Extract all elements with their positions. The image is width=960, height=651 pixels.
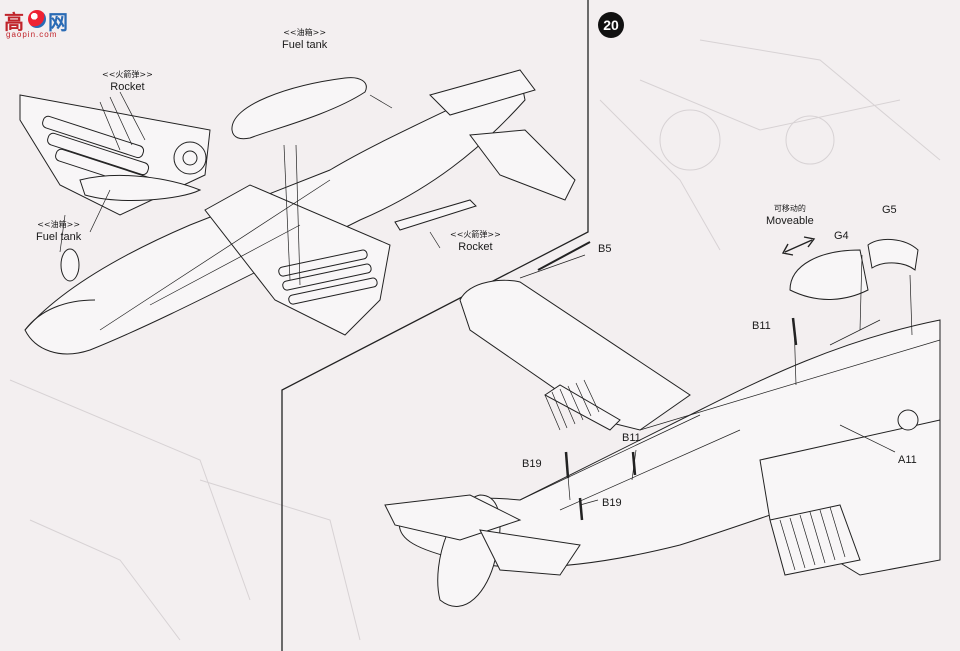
moveable-arrow-icon — [781, 236, 816, 256]
label-rocket-mid-en: Rocket — [458, 241, 493, 253]
label-fuel-tank-top-en: Fuel tank — [282, 39, 328, 51]
label-fuel-tank-left-cn: <<油箱>> — [37, 220, 81, 229]
part-label-g4: G4 — [834, 230, 849, 242]
part-label-a11: A11 — [898, 454, 917, 466]
logo-char-2: 网 — [48, 10, 68, 34]
logo-char-1: 高 — [4, 10, 24, 34]
logo-subtext: gaopin.com — [6, 30, 58, 39]
label-rocket-mid-cn: <<火箭弹>> — [450, 230, 501, 239]
panel-divider — [281, 0, 589, 651]
part-label-b11-mid: B11 — [622, 432, 641, 444]
label-rocket-top-cn: <<火箭弹>> — [102, 70, 153, 79]
label-moveable-en: Moveable — [766, 215, 814, 227]
step-number-badge: 20 — [598, 12, 624, 38]
label-fuel-tank-top-cn: <<油箱>> — [283, 28, 327, 37]
part-label-b5: B5 — [598, 243, 612, 255]
label-moveable: 可移动的 Moveable — [766, 202, 814, 228]
label-rocket-top-en: Rocket — [110, 81, 145, 93]
part-label-b19-left: B19 — [522, 458, 542, 470]
part-label-b11-top: B11 — [752, 320, 771, 332]
label-fuel-tank-left: <<油箱>> Fuel tank — [36, 218, 81, 244]
label-moveable-cn: 可移动的 — [773, 204, 806, 213]
label-rocket-top: <<火箭弹>> Rocket — [102, 68, 153, 94]
label-rocket-mid: <<火箭弹>> Rocket — [450, 228, 501, 254]
logo-ball-icon — [28, 10, 46, 28]
part-label-b19-right: B19 — [602, 497, 622, 509]
part-label-g5: G5 — [882, 204, 897, 216]
label-fuel-tank-left-en: Fuel tank — [36, 231, 82, 243]
site-logo: 高 网 gaopin.com — [4, 6, 74, 40]
label-fuel-tank-top: <<油箱>> Fuel tank — [282, 26, 327, 52]
